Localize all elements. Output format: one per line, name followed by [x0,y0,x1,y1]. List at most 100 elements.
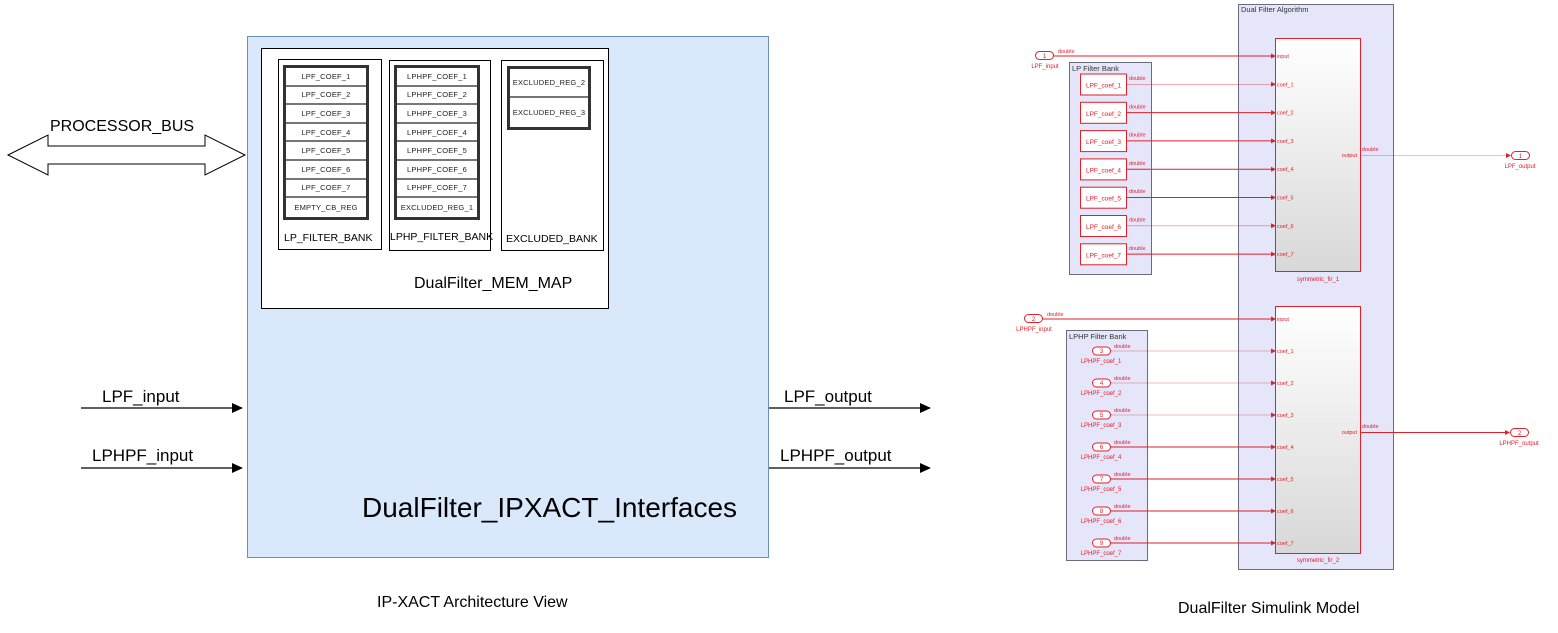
lpf-output-label: LPF_output [784,387,872,406]
fir-2-input-port: coef_6 [1277,509,1294,515]
lphpf-output-outport [1510,428,1529,437]
lphpf-output-label: LPHPF_output [780,446,892,465]
lphpf-coef-number: 5 [1100,413,1104,419]
lpf-input-arrow [81,403,243,413]
lpf-constant-name: LPF_coef_7 [1086,252,1121,259]
lpf-constant-type: double [1129,189,1146,195]
fir-1-input-port: coef_4 [1277,167,1294,173]
register[interactable]: LPHPF_COEF_1 [397,68,477,87]
fir-1-output-port: output [1342,153,1358,159]
lphpf-coef-type: double [1114,472,1131,478]
register[interactable]: LPF_COEF_3 [286,105,366,124]
lphpf-coef-name: LPHPF_coef_6 [1081,519,1122,525]
lpf-input-type: double [1058,49,1075,55]
lphpf-coef-signal-arrowhead [1271,476,1276,482]
register[interactable]: EXCLUDED_REG_3 [512,108,586,117]
lpf-output-number: 1 [1519,154,1523,160]
lphpf-coef-name: LPHPF_coef_2 [1081,391,1122,397]
lphp-filter-bank-title: LPHP Filter Bank [1069,332,1127,341]
bank-lp-filter[interactable]: LPF_COEF_1 LPF_COEF_2 LPF_COEF_3 LPF_COE… [278,59,382,250]
lpf-constant-name: LPF_coef_3 [1086,139,1121,146]
lpf-coef-signal-arrowhead [1271,166,1276,172]
lphpf-coef-signal-arrowhead [1271,540,1276,546]
symmetric-fir-2-block [1275,306,1361,554]
fir-1-input-port: input [1277,54,1289,60]
lphpf-input-type: double [1047,312,1064,318]
lphpf-coef-signal-arrowhead [1271,444,1276,450]
lpf-output-type: double [1362,147,1379,153]
lpf-constant-name: LPF_coef_4 [1086,167,1121,174]
lpf-constant-name: LPF_coef_5 [1086,196,1121,203]
register[interactable]: LPHPF_COEF_4 [397,124,477,143]
bank-lphp-filter[interactable]: LPHPF_COEF_1 LPHPF_COEF_2 LPHPF_COEF_3 L… [389,60,493,251]
register[interactable]: EXCLUDED_REG_2 [510,69,588,98]
fir-2-input-port: coef_5 [1277,477,1294,483]
lphpf-coef-type: double [1114,344,1131,350]
lpf-input-name: LPF_input [1031,64,1059,70]
bank-excluded[interactable]: EXCLUDED_REG_2 EXCLUDED_REG_3 EXCLUDED_B… [501,60,604,251]
lphpf-input-inport [1024,314,1043,323]
lpf-constant-type: double [1129,104,1146,110]
fir-2-input-port: coef_1 [1277,349,1294,355]
lpf-constant-type: double [1129,76,1146,82]
lphpf-coef-number: 7 [1100,477,1104,483]
lpf-coef-signal-arrowhead [1271,251,1276,257]
register[interactable]: LPF_COEF_2 [286,87,366,106]
register[interactable]: LPF_COEF_1 [286,68,366,87]
fir-2-input-port: coef_3 [1277,413,1294,419]
register[interactable]: EMPTY_CB_REG [294,202,358,212]
lphpf-input-name: LPHPF_input [1016,327,1052,333]
fir-1-input-port: coef_6 [1277,224,1294,230]
lpf-constant-type: double [1129,133,1146,139]
ipxact-component-title: DualFilter_IPXACT_Interfaces [362,492,738,523]
lpf-coef-signal-arrowhead [1271,138,1276,144]
register[interactable]: LPHPF_COEF_5 [397,142,477,161]
lphpf-output-arrow [769,463,931,473]
lphpf-output-type: double [1362,424,1379,430]
memory-map[interactable]: LPF_COEF_1 LPF_COEF_2 LPF_COEF_3 LPF_COE… [261,48,609,309]
simulink-caption: DualFilter Simulink Model [1178,600,1360,617]
register[interactable]: LPF_COEF_7 [286,180,366,199]
lphpf-coef-type: double [1114,504,1131,510]
lphpf-coef-type: double [1114,376,1131,382]
lpf-constant-name: LPF_coef_6 [1086,224,1121,231]
register[interactable]: LPF_COEF_4 [286,124,366,143]
register[interactable]: LPF_COEF_6 [286,161,366,180]
lpf-coef-signal-arrowhead [1271,195,1276,200]
lphpf-coef-signal-arrowhead [1271,348,1276,354]
register[interactable]: LPHPF_COEF_2 [397,87,477,106]
memory-map-title: DualFilter_MEM_MAP [414,275,573,292]
lpf-output-signal-arrowhead [1506,153,1511,158]
register-list: LPF_COEF_1 LPF_COEF_2 LPF_COEF_3 LPF_COE… [283,65,369,220]
lphpf-coef-number: 3 [1100,349,1104,355]
lphpf-input-arrow [81,463,243,473]
lphpf-coef-signal-arrowhead [1271,508,1276,514]
lpf-output-outport [1511,151,1530,160]
lpf-output-arrow [769,403,931,413]
processor-bus-arrow [6,134,247,176]
lphpf-coef-name: LPHPF_coef_4 [1081,455,1122,461]
register-list: EXCLUDED_REG_2 EXCLUDED_REG_3 [507,66,591,130]
processor-bus-label: PROCESSOR_BUS [50,118,195,135]
lp-filter-bank-title: LP Filter Bank [1072,64,1119,73]
fir-2-input-port: coef_7 [1277,541,1294,547]
lphpf-output-name: LPHPF_output [1499,441,1539,447]
register[interactable]: LPF_COEF_5 [286,142,366,161]
lpf-input-inport [1035,51,1054,60]
lpf-input-signal-arrowhead [1271,53,1276,59]
bank-label: LP_FILTER_BANK [284,232,373,244]
lphpf-coef-name: LPHPF_coef_3 [1081,423,1122,429]
fir-1-input-port: coef_7 [1277,252,1294,258]
fir-1-input-port: coef_3 [1277,139,1294,145]
register[interactable]: LPHPF_COEF_3 [397,105,477,124]
lphpf-coef-name: LPHPF_coef_5 [1081,487,1122,493]
lphpf-input-signal-arrowhead [1271,316,1276,322]
fir-2-input-port: input [1277,317,1289,323]
register[interactable]: EXCLUDED_REG_1 [400,202,474,212]
register[interactable]: LPHPF_COEF_6 [397,161,477,180]
fir-2-input-port: coef_2 [1277,381,1294,387]
register[interactable]: LPHPF_COEF_7 [397,180,477,199]
lphpf-coef-name: LPHPF_coef_1 [1081,359,1122,365]
lphpf-input-label: LPHPF_input [92,446,194,465]
